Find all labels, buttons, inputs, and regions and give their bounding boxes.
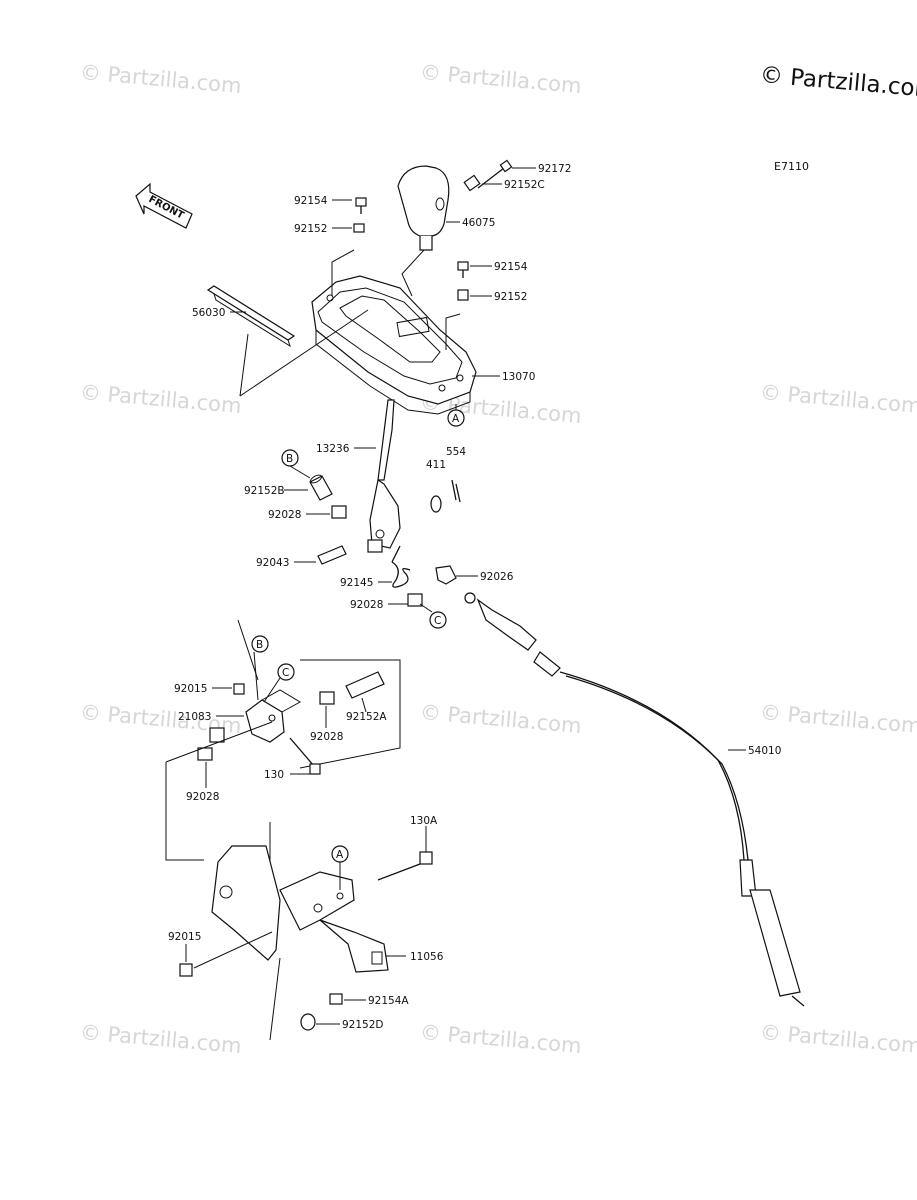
cable-54010 [464, 592, 805, 1007]
ref-marker-b-top: B [281, 449, 299, 467]
washer-411 [430, 495, 442, 513]
plate-56030 [206, 285, 296, 348]
label-92028-d: 92028 [186, 791, 219, 803]
pin-554 [451, 479, 461, 503]
label-92028-c: 92028 [310, 731, 343, 743]
collar-92152C [463, 174, 481, 192]
label-92028-a: 92028 [268, 509, 301, 521]
label-56030: 56030 [192, 307, 225, 319]
collar-92028-d [197, 747, 213, 761]
label-46075: 46075 [462, 217, 495, 229]
nut-92026 [435, 565, 457, 585]
ref-marker-c-mid: C [277, 663, 295, 681]
collar-92152-top [353, 223, 365, 233]
label-411: 411 [426, 459, 446, 471]
bolt-92154A [329, 993, 343, 1005]
label-92152A: 92152A [346, 711, 387, 723]
ref-marker-a-bottom: A [331, 845, 349, 863]
label-92028-b: 92028 [350, 599, 383, 611]
label-92154-right: 92154 [494, 261, 528, 273]
svg-text:A: A [452, 413, 460, 425]
ref-marker-c-top: C [429, 611, 447, 629]
svg-text:B: B [286, 453, 293, 465]
label-54010: 54010 [748, 745, 781, 757]
bolt-92172 [477, 159, 513, 189]
nut-92015-b [179, 963, 193, 977]
svg-text:C: C [434, 615, 441, 627]
label-92145: 92145 [340, 577, 373, 589]
label-21083: 21083 [178, 711, 211, 723]
label-92152B: 92152B [244, 485, 285, 497]
bushing-middle [209, 727, 225, 743]
label-92152D: 92152D [342, 1019, 384, 1031]
shift-console-cover [311, 275, 477, 415]
washer-92152D [300, 1013, 316, 1031]
shift-lever-13236 [369, 399, 401, 549]
svg-text:B: B [256, 639, 263, 651]
bracket-21083 [245, 689, 301, 743]
collar-92028-b [407, 593, 423, 607]
collar-92152-right [457, 289, 469, 301]
collar-92028-c [319, 691, 335, 705]
bolt-130A [377, 851, 433, 881]
spring-92145 [367, 539, 411, 588]
label-92043: 92043 [256, 557, 289, 569]
ref-marker-b-mid: B [251, 635, 269, 653]
label-92026: 92026 [480, 571, 514, 583]
label-92152-right: 92152 [494, 291, 527, 303]
ref-marker-a-top: A [447, 409, 465, 427]
svg-text:C: C [282, 667, 289, 679]
label-11056: 11056 [410, 951, 444, 963]
diagram-code: E7110 [774, 160, 809, 173]
bushing-92152B [309, 474, 333, 501]
label-130A: 130A [410, 815, 438, 827]
nut-92015-a [233, 683, 245, 695]
label-13070: 13070 [502, 371, 535, 383]
collar-92028-a [331, 505, 347, 519]
bolt-130 [289, 737, 321, 775]
front-arrow-icon: FRONT [135, 182, 193, 229]
bushing-92152A [345, 671, 385, 699]
bracket-11056 [211, 845, 389, 973]
shift-knob [397, 165, 450, 251]
screw-92154-top [355, 197, 367, 214]
label-92154A: 92154A [368, 995, 409, 1007]
label-92015-a: 92015 [174, 683, 207, 695]
label-92154-top: 92154 [294, 195, 328, 207]
screw-92154-right [457, 261, 469, 278]
svg-text:A: A [336, 849, 344, 861]
label-92015-b: 92015 [168, 931, 201, 943]
label-130: 130 [264, 769, 284, 781]
pin-92043 [317, 545, 347, 565]
label-92152C: 92152C [504, 179, 545, 191]
label-92152-top: 92152 [294, 223, 327, 235]
label-554: 554 [446, 446, 466, 458]
label-13236: 13236 [316, 443, 350, 455]
label-92172: 92172 [538, 163, 571, 175]
